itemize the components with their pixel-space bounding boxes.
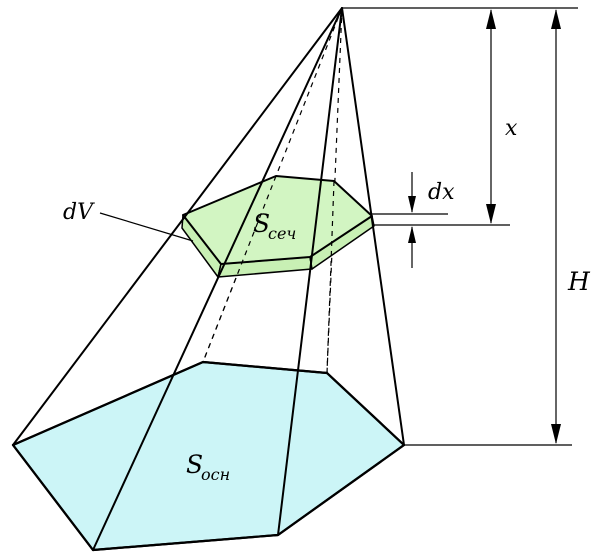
x-arrow-top <box>486 9 496 29</box>
dx-label: dx <box>428 180 455 205</box>
dimension-lines <box>99 7 578 446</box>
base-area-subscript: осн <box>201 465 230 484</box>
dx-arrow-top <box>408 196 416 213</box>
section-area-label: S <box>253 209 270 238</box>
dv-label: dV <box>63 200 95 225</box>
section-face <box>182 175 373 265</box>
x-arrow-bottom <box>486 204 496 224</box>
dx-arrow-bottom <box>408 226 416 243</box>
visible-edges <box>12 7 405 551</box>
h-label: H <box>567 267 591 296</box>
section-area-subscript: сеч <box>268 224 296 243</box>
edge-front-left <box>92 7 343 551</box>
base-area-label: S <box>186 450 203 479</box>
edge-front-right <box>277 7 343 536</box>
dv-leader-line <box>99 212 194 242</box>
edge-right <box>341 7 405 446</box>
hidden-edges-upper <box>202 175 335 374</box>
hidden-edge-upper-left <box>202 175 277 363</box>
hidden-edge-upper-right <box>326 180 335 374</box>
edge-left <box>12 7 343 446</box>
h-arrow-top <box>551 9 561 29</box>
h-arrow-bottom <box>551 424 561 444</box>
x-label: x <box>505 116 518 141</box>
